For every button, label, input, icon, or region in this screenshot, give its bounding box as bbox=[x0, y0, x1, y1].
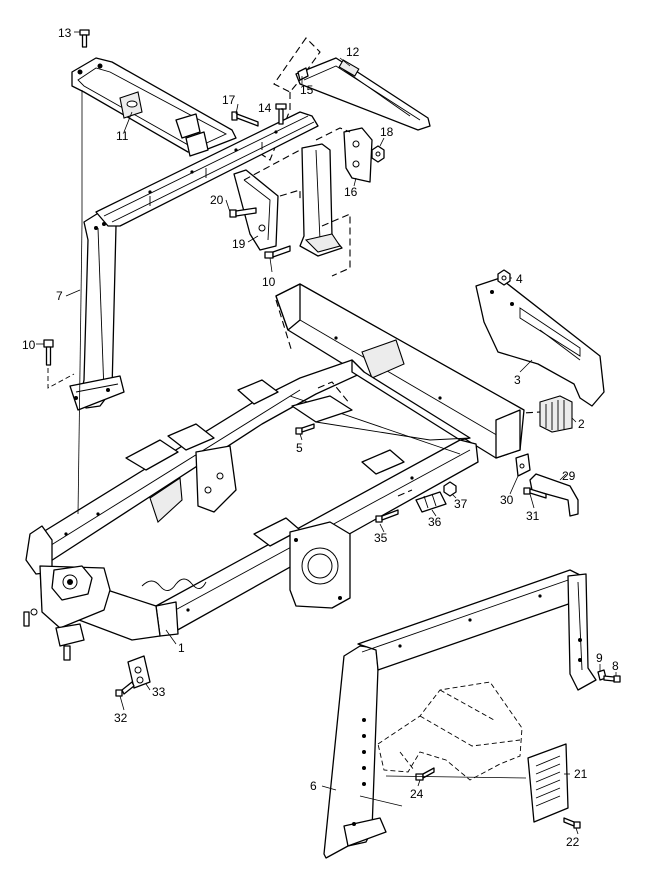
part-2-rubber-block bbox=[539, 395, 573, 433]
callout-35: 35 bbox=[374, 531, 388, 545]
callout-33: 33 bbox=[152, 685, 166, 699]
callout-2: 2 bbox=[578, 417, 585, 431]
callout-30: 30 bbox=[500, 493, 514, 507]
callout-10-upper: 10 bbox=[262, 275, 276, 289]
part-7-left-upright bbox=[69, 111, 319, 411]
part-33-plate bbox=[127, 655, 151, 689]
part-14-bolt bbox=[275, 103, 287, 125]
part-35-bolt bbox=[375, 509, 399, 523]
callout-22: 22 bbox=[566, 835, 580, 849]
part-16-bracket bbox=[343, 127, 373, 183]
callout-12: 12 bbox=[346, 45, 360, 59]
callout-32: 32 bbox=[114, 711, 128, 725]
callout-20: 20 bbox=[210, 193, 224, 207]
callout-17: 17 bbox=[222, 93, 236, 107]
callout-31: 31 bbox=[526, 509, 540, 523]
callout-9: 9 bbox=[596, 651, 603, 665]
part-8-bolt bbox=[603, 675, 621, 683]
part-10-bolt-left bbox=[43, 339, 54, 366]
callout-15: 15 bbox=[300, 83, 314, 97]
part-15-clip bbox=[297, 67, 309, 81]
callout-29: 29 bbox=[562, 469, 576, 483]
callout-6: 6 bbox=[310, 779, 317, 793]
callout-1: 1 bbox=[178, 641, 185, 655]
part-36-bracket bbox=[415, 491, 447, 513]
part-20-bolt bbox=[229, 207, 257, 218]
part-37-nut bbox=[443, 481, 457, 497]
dashed-group-12 bbox=[273, 37, 321, 93]
callout-labels: 13 11 12 15 14 17 18 16 20 19 10 7 10 4 … bbox=[22, 26, 619, 849]
part-17-bolt bbox=[231, 111, 259, 127]
part-5-bolt bbox=[295, 423, 315, 435]
callout-14: 14 bbox=[258, 101, 272, 115]
callout-37: 37 bbox=[454, 497, 468, 511]
callout-21: 21 bbox=[574, 767, 588, 781]
part-4-nut bbox=[497, 269, 511, 286]
callout-18: 18 bbox=[380, 125, 394, 139]
callout-8: 8 bbox=[612, 659, 619, 673]
callout-4: 4 bbox=[516, 272, 523, 286]
part-3-cover-plate bbox=[475, 277, 605, 407]
part-30-clip bbox=[515, 453, 531, 477]
part-18-nut bbox=[371, 145, 385, 163]
hidden-tray bbox=[377, 681, 523, 781]
callout-24: 24 bbox=[410, 787, 424, 801]
callout-10-left: 10 bbox=[22, 338, 36, 352]
callout-13: 13 bbox=[58, 26, 72, 40]
center-post bbox=[299, 143, 343, 257]
leader-lines bbox=[36, 31, 617, 835]
callout-16: 16 bbox=[344, 185, 358, 199]
callout-19: 19 bbox=[232, 237, 246, 251]
callout-3: 3 bbox=[514, 373, 521, 387]
callout-11: 11 bbox=[116, 129, 129, 143]
part-11-mounting-plate bbox=[71, 57, 237, 157]
part-1-main-frame bbox=[23, 359, 479, 661]
part-12-rail-bracket bbox=[295, 57, 431, 131]
part-13-bolt bbox=[79, 29, 90, 48]
part-10-bolt-upper bbox=[264, 245, 291, 259]
callout-36: 36 bbox=[428, 515, 442, 529]
callout-5: 5 bbox=[296, 441, 303, 455]
upper-cross-tube bbox=[275, 283, 525, 459]
part-31-bolt bbox=[523, 487, 547, 499]
part-6-front-arch bbox=[323, 569, 597, 859]
part-21-grille bbox=[527, 743, 569, 823]
part-24-bolt bbox=[415, 767, 435, 781]
callout-7: 7 bbox=[56, 289, 63, 303]
part-22-bolt bbox=[563, 817, 581, 829]
part-32-bolt bbox=[115, 681, 135, 697]
